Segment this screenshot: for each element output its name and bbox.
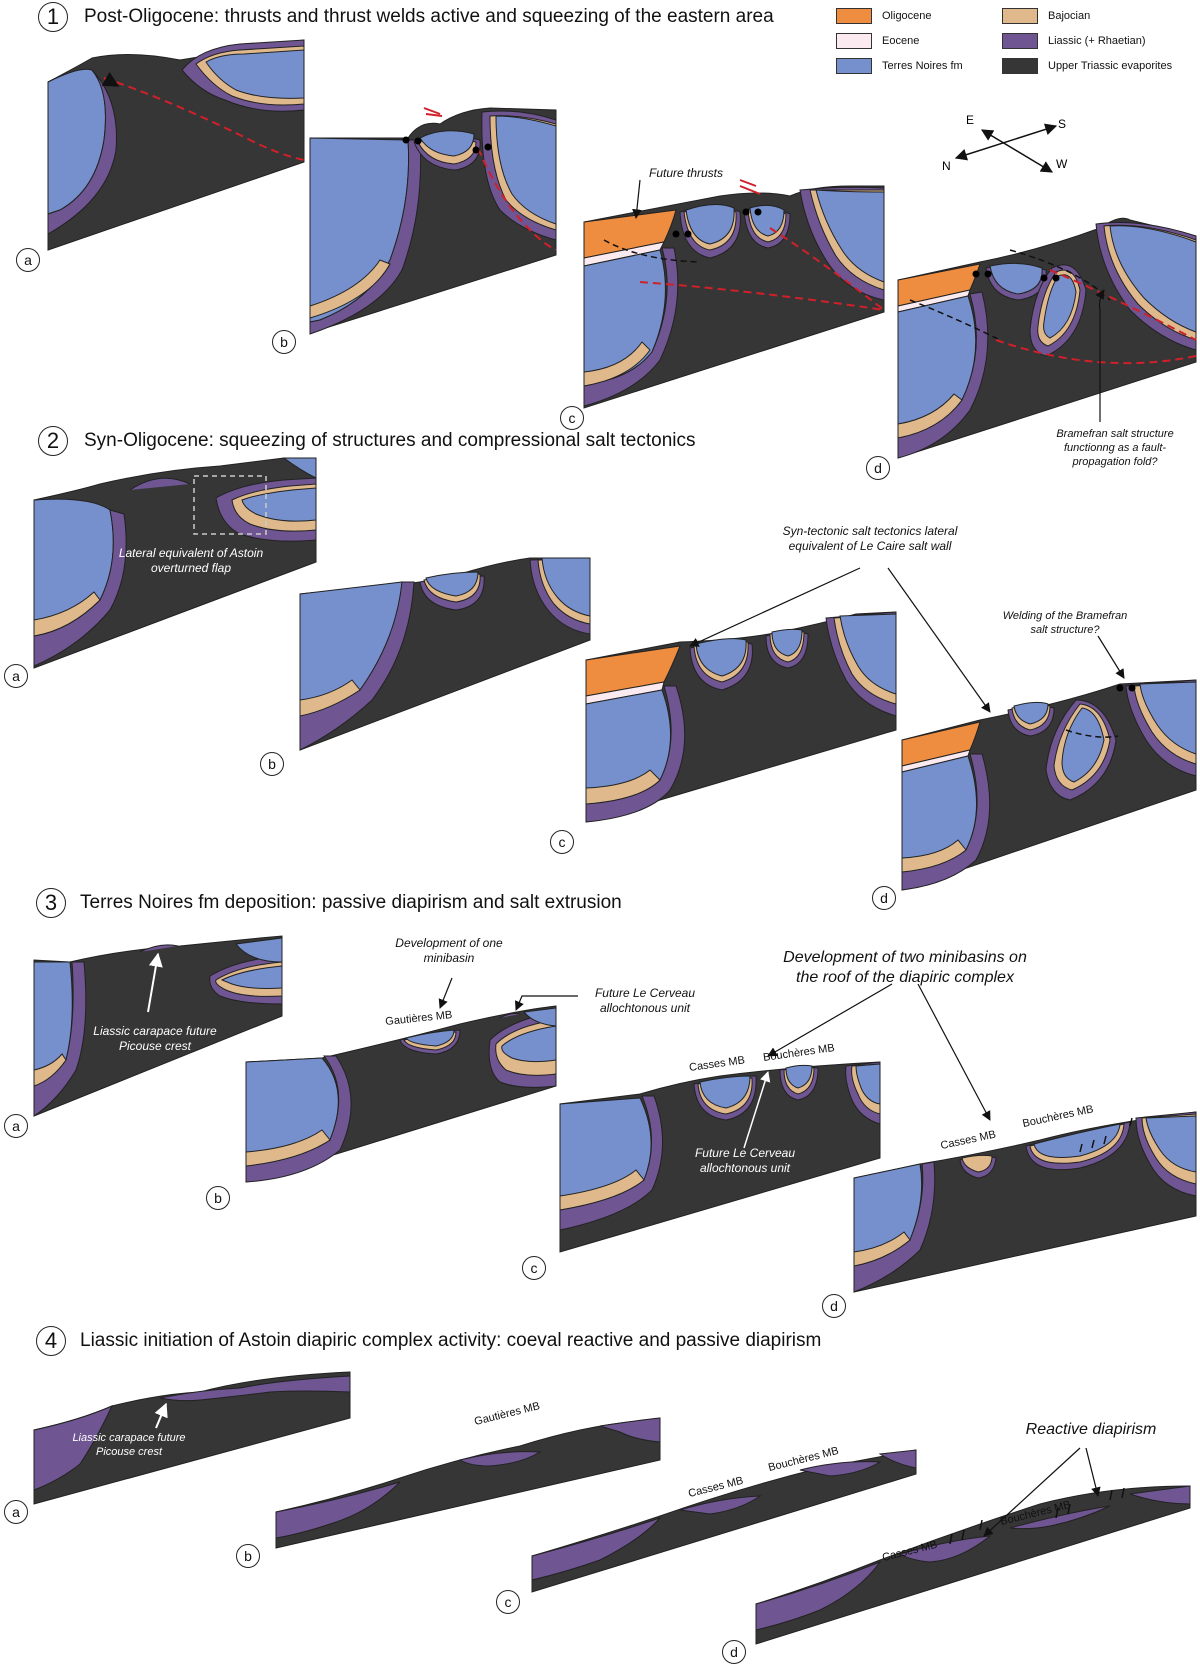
arrow-carapace-3 xyxy=(147,952,163,1013)
legend-swatch xyxy=(836,8,872,24)
annotation-future-thrusts: Future thrusts xyxy=(648,166,724,180)
legend-swatch xyxy=(1002,58,1038,74)
stage-3-title: Terres Noires fm deposition: passive dia… xyxy=(80,892,622,913)
panel-3a xyxy=(33,935,283,1117)
panel-1b xyxy=(309,107,557,335)
panel-letter-2d: d xyxy=(872,886,896,910)
panel-letter-1c: c xyxy=(560,406,584,430)
legend-swatch xyxy=(836,58,872,74)
panel-letter-2a: a xyxy=(4,664,28,688)
arrow-future-cerveau-b xyxy=(514,995,578,1011)
panel-letter-1b: b xyxy=(272,330,296,354)
annotation-welding: Welding of the Bramefran salt structure? xyxy=(1002,610,1128,636)
compass-n: N xyxy=(942,159,951,173)
panel-letter-3b: b xyxy=(206,1186,230,1210)
annotation-two-minibasins: Development of two minibasins on the roo… xyxy=(783,949,1027,986)
annotation-astoin-flap: Lateral equivalent of Astoin overturned … xyxy=(118,546,264,575)
annotation-future-cerveau-c: Future Le Cerveau allochtonous unit xyxy=(694,1146,796,1175)
stage-1-number: 1 xyxy=(38,2,68,32)
legend-swatch xyxy=(836,33,872,49)
arrow-welding xyxy=(1097,635,1125,679)
legend-label: Eocene xyxy=(882,35,920,47)
panel-4c xyxy=(531,1449,917,1593)
legend-label: Upper Triassic evaporites xyxy=(1048,60,1173,72)
annotation-bramefran-fold: Bramefran salt structure functionng as a… xyxy=(1056,428,1174,468)
arrow-syn-tectonic-left xyxy=(689,567,861,647)
stage-4-number: 4 xyxy=(36,1326,66,1356)
stage-2-number: 2 xyxy=(38,426,68,456)
legend-swatch xyxy=(1002,33,1038,49)
panel-letter-4c: c xyxy=(496,1590,520,1614)
annotation-reactive: Reactive diapirism xyxy=(1025,1421,1157,1438)
panel-2c xyxy=(585,611,897,823)
legend-label: Oligocene xyxy=(882,10,932,22)
panel-letter-2c: c xyxy=(550,830,574,854)
arrow-reactive-left xyxy=(983,1447,1081,1537)
panel-letter-2b: b xyxy=(260,752,284,776)
compass-w: W xyxy=(1056,157,1068,171)
panel-2d xyxy=(901,679,1197,891)
panel-letter-4b: b xyxy=(236,1544,260,1568)
arrow-reactive-right xyxy=(1085,1447,1101,1497)
stage-2-title: Syn-Oligocene: squeezing of structures a… xyxy=(84,430,696,451)
annotation-syn-tectonic: Syn-tectonic salt tectonics lateral equi… xyxy=(782,524,958,553)
panel-3b xyxy=(245,1005,557,1183)
panel-1c xyxy=(583,179,885,409)
legend-label: Bajocian xyxy=(1048,10,1091,22)
panel-3d xyxy=(853,1111,1197,1293)
annotation-liassic-carapace-4: Liassic carapace future Picouse crest xyxy=(72,1432,186,1458)
legend-label: Terres Noires fm xyxy=(882,60,963,72)
compass-s: S xyxy=(1058,117,1066,131)
panel-letter-1a: a xyxy=(16,248,40,272)
panel-1a xyxy=(47,39,305,251)
panel-4a xyxy=(33,1371,351,1505)
panel-letter-4a: a xyxy=(4,1500,28,1524)
panel-3c xyxy=(559,1061,881,1253)
arrow-syn-tectonic-right xyxy=(887,567,991,713)
arrow-one-minibasin xyxy=(438,977,453,1009)
panel-2b xyxy=(299,557,591,751)
panel-4d xyxy=(755,1485,1191,1645)
legend-swatch xyxy=(1002,8,1038,24)
arrow-two-minibasins-right xyxy=(917,983,991,1121)
annotation-future-cerveau-b: Future Le Cerveau allochtonous unit xyxy=(594,986,696,1015)
panel-1d xyxy=(897,217,1197,459)
annotation-liassic-carapace-3: Liassic carapace future Picouse crest xyxy=(93,1024,217,1053)
annotation-one-minibasin: Development of one minibasin xyxy=(395,936,503,965)
panel-letter-3d: d xyxy=(822,1294,846,1318)
compass-rose: E S N W xyxy=(942,113,1068,173)
arrow-two-minibasins-left xyxy=(767,983,893,1057)
compass-e: E xyxy=(966,113,974,127)
panel-letter-4d: d xyxy=(722,1640,746,1664)
legend-label: Liassic (+ Rhaetian) xyxy=(1048,35,1146,47)
arrow-carapace-4 xyxy=(154,1402,168,1429)
panel-letter-1d: d xyxy=(866,456,890,480)
stage-4-title: Liassic initiation of Astoin diapiric co… xyxy=(80,1330,822,1351)
panel-2a xyxy=(33,457,317,669)
panel-letter-3c: c xyxy=(522,1256,546,1280)
stage-1-title: Post-Oligocene: thrusts and thrust welds… xyxy=(84,6,774,27)
panel-letter-3a: a xyxy=(4,1114,28,1138)
stage-3-number: 3 xyxy=(36,888,66,918)
panel-4b xyxy=(275,1417,661,1549)
